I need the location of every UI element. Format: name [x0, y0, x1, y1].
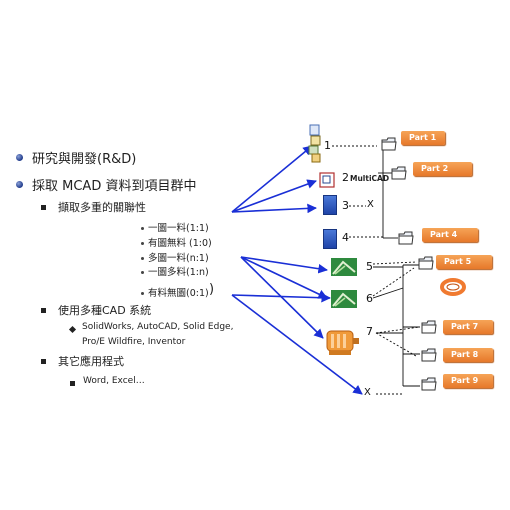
- dot-bullet: [141, 271, 144, 274]
- bullet-marker: [16, 154, 23, 161]
- dot-bullet: [141, 292, 144, 295]
- node-number-4: 4: [342, 231, 349, 244]
- folder-icon: [421, 377, 437, 391]
- multicad-label: MultiCAD: [350, 174, 390, 183]
- square-bullet: [70, 381, 75, 386]
- cad-list-line1: SolidWorks, AutoCAD, Solid Edge,: [82, 322, 234, 332]
- cad-model-icon-5: [331, 258, 357, 276]
- square-bullet: [41, 205, 46, 210]
- cad-list-line2: Pro/E Wildfire, Inventor: [82, 337, 186, 347]
- folder-icon: [381, 137, 397, 151]
- node-number-7: 7: [366, 325, 373, 338]
- cad-model-icon-6: [331, 290, 357, 308]
- part-label-7: Part 7: [443, 320, 493, 334]
- arrow-to-7: [240, 256, 324, 339]
- bullet-other-apps: 其它應用程式: [58, 355, 124, 368]
- arrow-to-6b: [231, 292, 331, 303]
- part-label-5: Part 5: [436, 255, 492, 269]
- bullet-rd: 研究與開發(R&D): [32, 152, 137, 167]
- part-label-4: Part 4: [422, 228, 478, 242]
- dot-bullet: [141, 227, 144, 230]
- relation-1-1: 一圖一料(1:1): [148, 223, 209, 234]
- drawing-stack-icon: [308, 124, 321, 163]
- relation-1-n: 一圖多料(1:n): [148, 267, 209, 278]
- arrow-to-3: [231, 203, 317, 214]
- bullet-multicad: 使用多種CAD 系統: [58, 304, 152, 317]
- other-apps-list: Word, Excel…: [83, 376, 145, 386]
- part-label-9: Part 9: [443, 374, 493, 388]
- folder-icon: [421, 320, 437, 334]
- relation-0-1: 有料無圖(0:1): [148, 288, 209, 299]
- document-icon-4: [323, 229, 337, 249]
- node-number-3: 3: [342, 199, 349, 212]
- folder-icon: [391, 166, 407, 180]
- x-mark-2: X: [364, 387, 371, 398]
- bullet-mcad: 採取 MCAD 資料到項目群中: [32, 179, 197, 194]
- node-number-1: 1: [324, 139, 331, 152]
- relation-n-1: 多圖一料(n:1): [148, 253, 209, 264]
- part-label-1: Part 1: [401, 131, 445, 145]
- dot-bullet: [141, 242, 144, 245]
- dashed-lines: [332, 145, 421, 395]
- bullet-relations: 擷取多重的關聯性: [58, 201, 146, 214]
- document-icon-3: [323, 195, 337, 215]
- square-bullet: [41, 359, 46, 364]
- dot-bullet: [141, 257, 144, 260]
- folder-icon: [421, 348, 437, 362]
- part-label-2: Part 2: [413, 162, 472, 176]
- arrow-group: [231, 145, 363, 395]
- arrow-to-x: [231, 294, 363, 395]
- folder-icon: [398, 231, 414, 245]
- motor-icon: [326, 330, 359, 355]
- multicad-icon: [319, 172, 335, 188]
- node-number-6: 6: [366, 292, 373, 305]
- bullet-marker: [16, 181, 23, 188]
- square-bullet: [41, 308, 46, 313]
- arrow-to-2: [231, 179, 317, 213]
- arrow-to-6: [240, 256, 328, 299]
- ring-part-icon: [440, 278, 466, 296]
- arrow-to-5: [240, 256, 328, 274]
- x-mark-1: X: [367, 199, 374, 210]
- relation-1-0: 有圖無料 (1:0): [148, 238, 212, 249]
- closing-paren: ): [209, 282, 215, 297]
- arrow-to-1: [231, 145, 313, 213]
- node-number-5: 5: [366, 260, 373, 273]
- part-label-8: Part 8: [443, 348, 493, 362]
- folder-icon: [418, 256, 434, 270]
- node-number-2: 2: [342, 171, 349, 184]
